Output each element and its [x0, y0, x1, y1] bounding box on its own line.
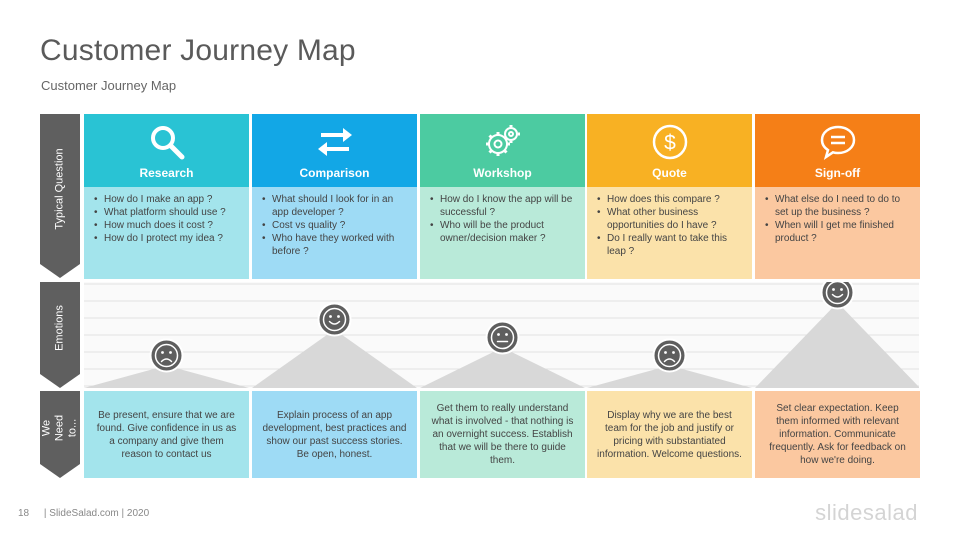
- arrow-down-shape: [40, 374, 80, 388]
- question-item: How do I make an app ?: [94, 193, 241, 206]
- question-item: How do I protect my idea ?: [94, 232, 241, 245]
- stage-need: Be present, ensure that we are found. Gi…: [84, 391, 249, 478]
- stage-need: Get them to really understand what is in…: [420, 391, 585, 478]
- row-label-text: Typical Question: [53, 148, 66, 230]
- row-label-we-need-to: We Need to...: [40, 391, 80, 478]
- row-label-emotions: Emotions: [40, 282, 80, 388]
- stage-header-comparison: Comparison: [252, 114, 417, 187]
- question-item: How does this compare ?: [597, 193, 744, 206]
- stage-questions: What else do I need to do to set up the …: [755, 187, 920, 279]
- svg-text:$: $: [664, 132, 676, 155]
- stage-header-sign-off: Sign-off: [755, 114, 920, 187]
- emotion-triangle: [84, 365, 249, 388]
- question-item: How much does it cost ?: [94, 219, 241, 232]
- page-title: Customer Journey Map: [40, 34, 356, 67]
- row-label-typical-question: Typical Question: [40, 114, 80, 278]
- question-item: What should I look for in an app develop…: [262, 193, 409, 219]
- happy-face-icon: [317, 302, 352, 337]
- swap-arrows-icon: [315, 122, 355, 162]
- row-label-text: Emotions: [53, 305, 66, 351]
- slidesalad-logo: slidesalad: [815, 500, 918, 525]
- stage-need: Explain process of an app development, b…: [252, 391, 417, 478]
- emotion-chart: [84, 282, 919, 388]
- stage-name: Workshop: [473, 166, 532, 180]
- chat-bubble-icon: [818, 122, 858, 162]
- question-item: How do I know the app will be successful…: [430, 193, 577, 219]
- question-item: What platform should use ?: [94, 206, 241, 219]
- stage-header-research: Research: [84, 114, 249, 187]
- question-item: Do I really want to take this leap ?: [597, 232, 744, 258]
- arrow-down-shape: [40, 264, 80, 278]
- arrow-down-shape: [40, 464, 80, 478]
- stage-name: Comparison: [299, 166, 370, 180]
- question-item: When will I get me finished product ?: [765, 219, 912, 245]
- magnifier-icon: [147, 122, 187, 162]
- stage-need: Display why we are the best team for the…: [587, 391, 752, 478]
- stage-name: Sign-off: [814, 166, 861, 180]
- happy-face-icon: [820, 282, 855, 310]
- question-item: Who have they worked with before ?: [262, 232, 409, 258]
- stage-header-workshop: Workshop: [420, 114, 585, 187]
- sad-face-icon: [652, 338, 687, 373]
- dollar-icon: $: [650, 122, 690, 162]
- page-number: 18: [18, 508, 30, 519]
- question-item: What else do I need to do to set up the …: [765, 193, 912, 219]
- stage-questions: How do I know the app will be successful…: [420, 187, 585, 279]
- gears-icon: [483, 122, 523, 162]
- stage-name: Quote: [652, 166, 687, 180]
- footer-text: | SlideSalad.com | 2020: [43, 508, 150, 519]
- stage-name: Research: [139, 166, 194, 180]
- emotion-triangle: [252, 329, 417, 388]
- stage-questions: What should I look for in an app develop…: [252, 187, 417, 279]
- page-subtitle: Customer Journey Map: [41, 78, 177, 93]
- question-item: Who will be the product owner/decision m…: [430, 219, 577, 245]
- stage-header-quote: $ Quote: [587, 114, 752, 187]
- stage-questions: How does this compare ?What other busine…: [587, 187, 752, 279]
- emotion-triangle: [587, 365, 752, 388]
- question-item: Cost vs quality ?: [262, 219, 409, 232]
- question-item: What other business opportunities do I h…: [597, 206, 744, 232]
- row-label-text: We Need to...: [40, 414, 79, 441]
- stage-need: Set clear expectation. Keep them informe…: [755, 391, 920, 478]
- sad-face-icon: [149, 338, 184, 373]
- stage-questions: How do I make an app ?What platform shou…: [84, 187, 249, 279]
- footer: 18 | SlideSalad.com | 2020: [18, 508, 149, 519]
- emotion-triangle: [755, 302, 919, 388]
- neutral-face-icon: [485, 320, 520, 355]
- emotion-triangle: [420, 347, 585, 388]
